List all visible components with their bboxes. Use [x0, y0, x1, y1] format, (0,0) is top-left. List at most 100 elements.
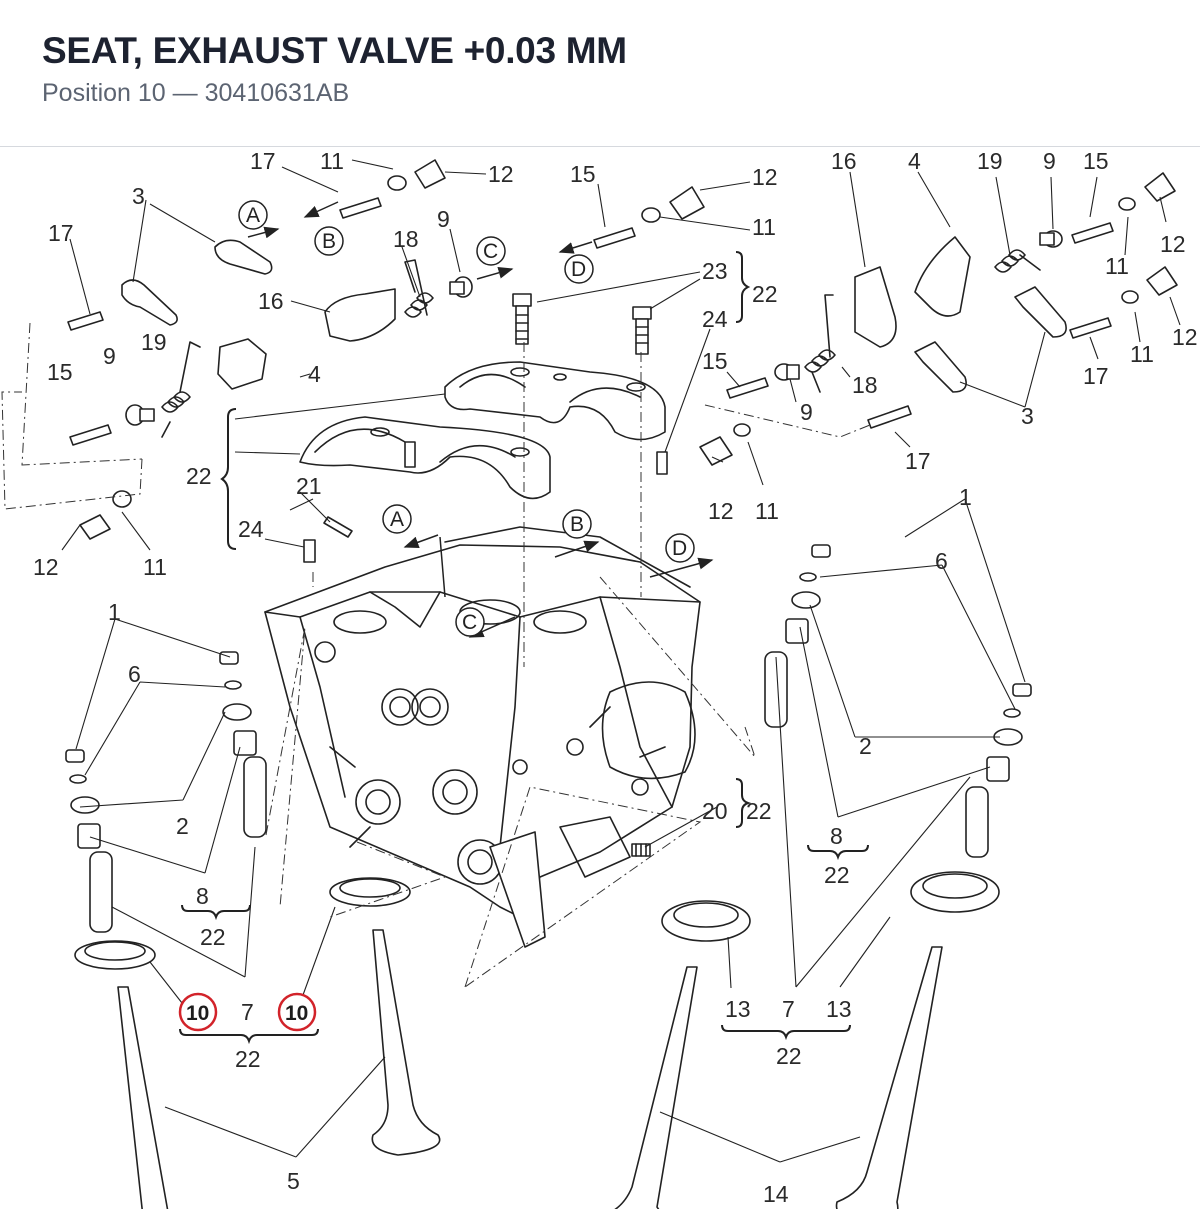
- callout-9-c: 9: [800, 399, 813, 425]
- callout-letter-B-top: B: [322, 230, 336, 253]
- rocker-arm-group-right-drawing: [699, 172, 1178, 466]
- callout-11-b: 11: [752, 214, 776, 240]
- callout-22-e: 22: [824, 862, 850, 888]
- page-header: SEAT, EXHAUST VALVE +0.03 MM Position 10…: [0, 0, 1200, 147]
- callout-letter-D-mid: D: [672, 537, 687, 560]
- callout-24-b: 24: [238, 516, 264, 542]
- part-title: SEAT, EXHAUST VALVE +0.03 MM: [42, 30, 627, 71]
- callout-12-c: 12: [1160, 231, 1186, 257]
- callout-1-b: 1: [959, 484, 972, 510]
- callout-letter-B-mid: B: [570, 513, 584, 536]
- callout-5: 5: [287, 1168, 300, 1194]
- callout-8-a: 8: [196, 883, 209, 909]
- rocker-arm-group-middle-right-drawing: [593, 186, 705, 249]
- callout-letter-A-top: A: [246, 204, 260, 227]
- callout-8-b: 8: [830, 823, 843, 849]
- callout-9-d: 9: [103, 343, 116, 369]
- callout-10-left: 10: [186, 1002, 209, 1025]
- callout-22-b: 22: [186, 463, 212, 489]
- callout-15-b: 15: [1083, 148, 1109, 174]
- callout-13-b: 13: [826, 996, 852, 1022]
- callout-2-a: 2: [176, 813, 189, 839]
- highlight-ring-10-right: [277, 992, 317, 1032]
- callout-letter-D-top: D: [571, 258, 586, 281]
- subtitle-separator: —: [172, 79, 198, 107]
- callout-letter-C-top: C: [483, 240, 498, 263]
- alignment-lines: [1, 322, 871, 988]
- callout-6-b: 6: [935, 548, 948, 574]
- callout-circle-D-top: [564, 254, 594, 284]
- callout-15-d: 15: [47, 359, 73, 385]
- callout-4-a: 4: [908, 148, 921, 174]
- callout-22-g: 22: [776, 1043, 802, 1069]
- callout-12-f: 12: [33, 554, 59, 580]
- highlight-rings: [178, 992, 317, 1032]
- callout-17-c: 17: [1083, 363, 1109, 389]
- callout-15-a: 15: [570, 161, 596, 187]
- cam-cap-upper-drawing: [444, 361, 666, 441]
- callout-3-a: 3: [132, 183, 145, 209]
- direction-arrows: [247, 201, 714, 638]
- callout-circle-A-mid: [382, 504, 412, 534]
- callout-16-b: 16: [831, 148, 857, 174]
- stud-21-drawing: [323, 516, 353, 538]
- highlight-ring-10-left: [178, 992, 218, 1032]
- callout-22-a: 22: [752, 281, 778, 307]
- callout-6-a: 6: [128, 661, 141, 687]
- callout-20: 20: [702, 798, 728, 824]
- callout-15-c: 15: [702, 348, 728, 374]
- valve-parts-left-drawing: [65, 651, 441, 1209]
- callout-2-b: 2: [859, 733, 872, 759]
- part-subtitle: Position 10 — 30410631AB: [42, 79, 349, 108]
- callout-17-d: 17: [905, 448, 931, 474]
- callout-22-d: 22: [235, 1046, 261, 1072]
- callout-12-b: 12: [752, 164, 778, 190]
- dowel-24-drawing: [303, 451, 668, 563]
- callout-16-a: 16: [258, 288, 284, 314]
- callout-19-a: 19: [977, 148, 1003, 174]
- bolt-23-drawing: [512, 293, 652, 355]
- callout-7-b: 7: [782, 996, 795, 1022]
- callout-23: 23: [702, 258, 728, 284]
- callout-24-a: 24: [702, 306, 728, 332]
- callout-circle-C-top: [476, 236, 506, 266]
- callout-12-a: 12: [488, 161, 514, 187]
- callout-4-b: 4: [308, 361, 321, 387]
- cam-cap-lower-drawing: [299, 416, 551, 500]
- callout-circle-D-mid: [665, 533, 695, 563]
- callout-1-a: 1: [108, 599, 121, 625]
- part-number: 30410631AB: [204, 79, 350, 107]
- callout-11-a: 11: [320, 148, 344, 174]
- position-label: Position 10: [42, 79, 166, 107]
- callout-12-e: 12: [708, 498, 734, 524]
- callout-labels: 17 11 12 3 17 A B 18 9 C 16 15 12 11 D 2…: [33, 148, 1198, 1207]
- callout-22-f: 22: [746, 798, 772, 824]
- callout-14: 14: [763, 1181, 789, 1207]
- cylinder-head-drawing: [264, 526, 701, 948]
- callout-11-e: 11: [755, 498, 779, 524]
- callout-11-d: 11: [1130, 341, 1154, 367]
- callout-9-a: 9: [437, 206, 450, 232]
- callout-17-a: 17: [250, 148, 276, 174]
- callout-letter-C-mid: C: [462, 611, 477, 634]
- callout-10-right: 10: [285, 1002, 308, 1025]
- callout-9-b: 9: [1043, 148, 1056, 174]
- callout-18-a: 18: [393, 226, 419, 252]
- callout-circle-A-top: [238, 200, 268, 230]
- callout-circle-B-top: [314, 226, 344, 256]
- callout-18-b: 18: [852, 372, 878, 398]
- callout-letter-A-mid: A: [390, 508, 404, 531]
- callout-circle-C-mid: [455, 607, 485, 637]
- callout-7-a: 7: [241, 999, 254, 1025]
- leader-lines: [61, 159, 1181, 1163]
- callout-11-c: 11: [1105, 253, 1129, 279]
- callout-21: 21: [296, 473, 322, 499]
- callout-13-a: 13: [725, 996, 751, 1022]
- callout-3-b: 3: [1021, 403, 1034, 429]
- callout-11-f: 11: [143, 554, 167, 580]
- rocker-arm-group-middle-left-drawing: [324, 159, 473, 342]
- callout-19-b: 19: [141, 329, 167, 355]
- rocker-arm-group-left-drawing: [67, 239, 273, 540]
- callout-12-d: 12: [1172, 324, 1198, 350]
- callout-circle-B-mid: [562, 509, 592, 539]
